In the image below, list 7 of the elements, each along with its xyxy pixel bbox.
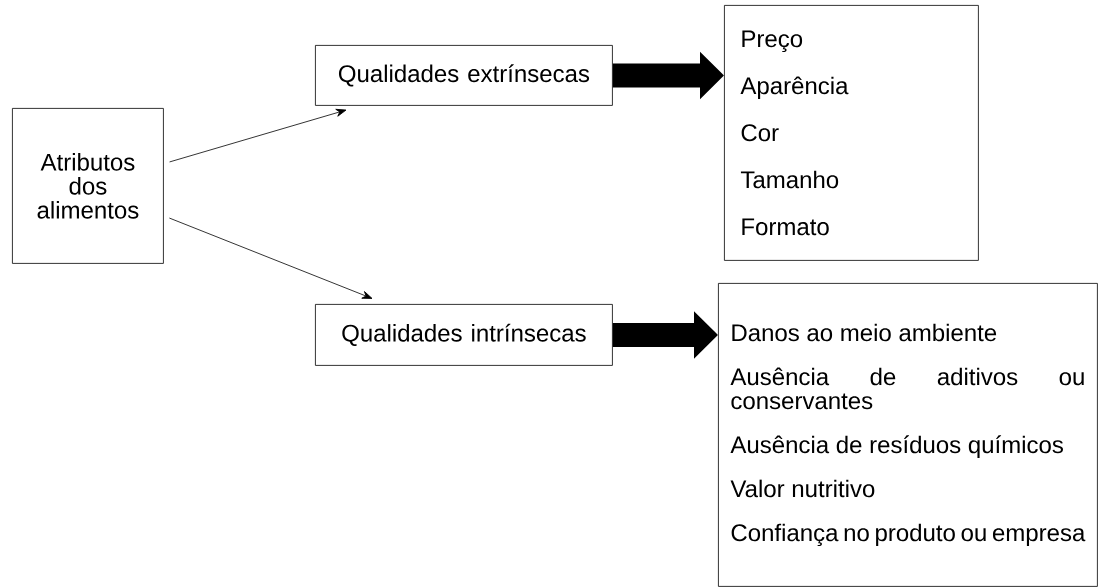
process-box: Atributos dos alimentos [12, 108, 164, 264]
arrow [169, 108, 347, 163]
process-box: Qualidades intrínsecas [315, 304, 613, 366]
arrow [169, 217, 373, 299]
list-box: Danos ao meio ambiente Ausência de aditivos ou conservantes Ausência de resíduos químicos Valor nutritivo Confiança no produto ou empresa [718, 283, 1098, 587]
list-box: Preço Aparência Cor Tamanho Formato [724, 5, 979, 261]
process-box: Qualidades extrínsecas [315, 45, 613, 106]
